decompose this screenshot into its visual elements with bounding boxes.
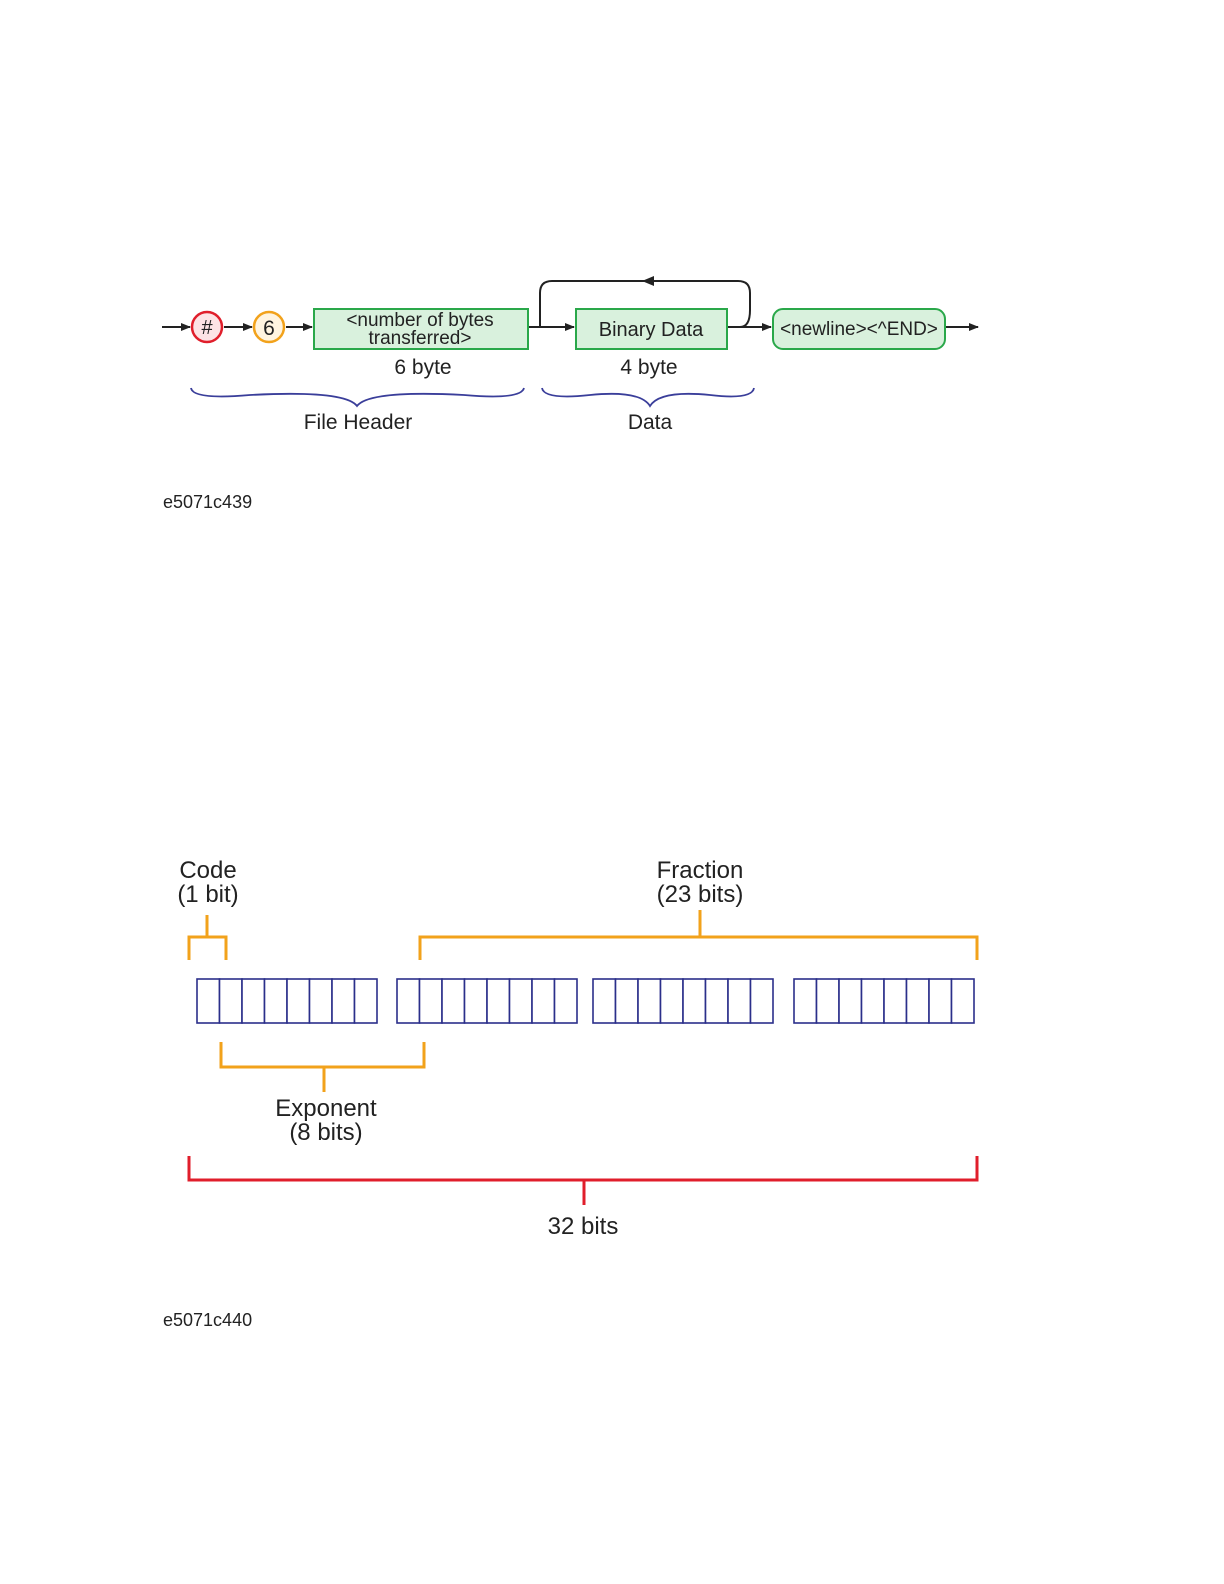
bit-cell xyxy=(862,979,885,1023)
total-bits-bracket xyxy=(189,1156,977,1205)
bit-cell xyxy=(487,979,510,1023)
file-header-label: File Header xyxy=(304,411,413,434)
code-label: Code xyxy=(179,857,236,884)
bit-cell xyxy=(751,979,774,1023)
code-bracket xyxy=(189,915,226,960)
bit-cell xyxy=(683,979,706,1023)
bit-cell xyxy=(839,979,862,1023)
bit-cell xyxy=(355,979,378,1023)
figure-id-1: e5071c439 xyxy=(163,492,252,513)
six-node-label: 6 xyxy=(263,317,275,340)
bit-cell xyxy=(593,979,616,1023)
figure-id-2: e5071c440 xyxy=(163,1310,252,1331)
fraction-label: Fraction xyxy=(657,857,744,884)
bit-cell xyxy=(332,979,355,1023)
bit-cell xyxy=(220,979,243,1023)
bit-cell xyxy=(952,979,975,1023)
data-label: Data xyxy=(628,411,673,434)
bit-cell xyxy=(197,979,220,1023)
bit-cell xyxy=(287,979,310,1023)
exponent-label: Exponent xyxy=(275,1095,377,1122)
bit-cell xyxy=(638,979,661,1023)
bit-cell xyxy=(706,979,729,1023)
code-bits-label: (1 bit) xyxy=(177,881,238,908)
bit-cell xyxy=(661,979,684,1023)
bit-cell xyxy=(420,979,443,1023)
byte-count-label-line2: transferred> xyxy=(369,328,472,349)
bit-cell xyxy=(728,979,751,1023)
bit-cell xyxy=(817,979,840,1023)
bit-cell xyxy=(510,979,533,1023)
binary-data-label: Binary Data xyxy=(599,319,704,341)
bit-cell xyxy=(442,979,465,1023)
byte-count-size-label: 6 byte xyxy=(394,356,451,379)
float32-bit-layout-diagram: Code (1 bit) Fraction (23 bits) Exponent… xyxy=(0,840,1224,1260)
total-bits-label: 32 bits xyxy=(548,1213,619,1240)
bit-cell xyxy=(532,979,555,1023)
exponent-bracket xyxy=(221,1042,424,1092)
bit-cell xyxy=(465,979,488,1023)
binary-data-size-label: 4 byte xyxy=(620,356,677,379)
bit-cell xyxy=(616,979,639,1023)
bit-cell xyxy=(929,979,952,1023)
data-brace xyxy=(542,388,754,406)
bit-cells xyxy=(197,979,974,1023)
bit-cell xyxy=(265,979,288,1023)
bit-cell xyxy=(242,979,265,1023)
bit-cell xyxy=(310,979,333,1023)
terminator-label: <newline><^END> xyxy=(780,319,938,340)
fraction-bits-label: (23 bits) xyxy=(657,881,744,908)
bit-cell xyxy=(794,979,817,1023)
bit-cell xyxy=(884,979,907,1023)
bit-cell xyxy=(555,979,578,1023)
repeat-loop-arrowhead xyxy=(642,276,654,286)
hash-node-label: # xyxy=(201,317,213,339)
exponent-bits-label: (8 bits) xyxy=(289,1119,362,1146)
fraction-bracket xyxy=(420,910,977,960)
binary-transfer-format-diagram: # 6 <number of bytes transferred> Binary… xyxy=(0,240,1224,460)
file-header-brace xyxy=(191,388,524,406)
bit-cell xyxy=(397,979,420,1023)
bit-cell xyxy=(907,979,930,1023)
